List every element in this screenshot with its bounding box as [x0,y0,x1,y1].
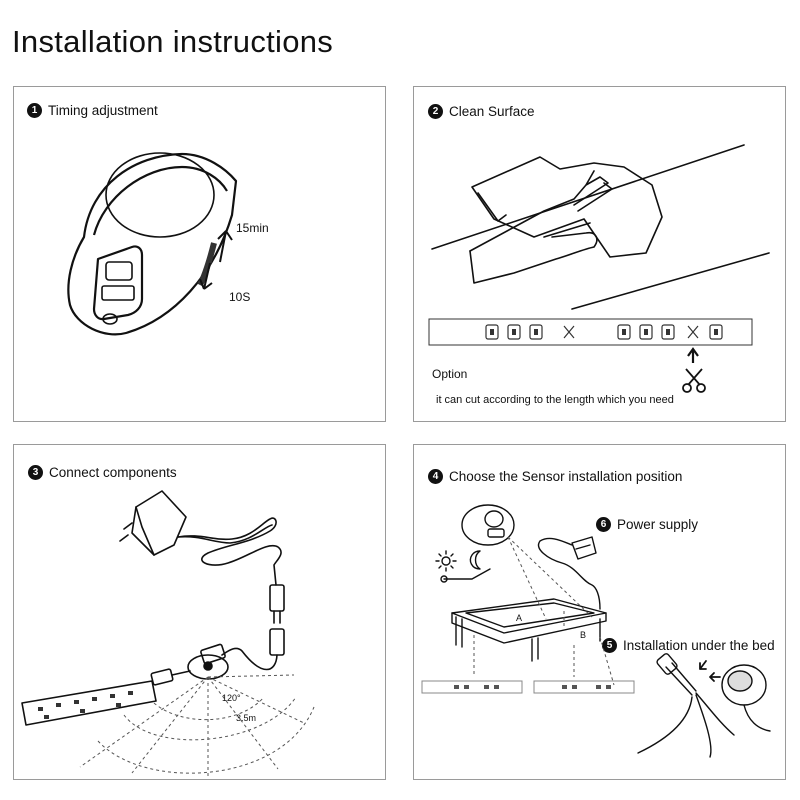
step-number-badge: 2 [428,104,443,119]
panel-connect-components: 3 Connect components [13,444,386,780]
step-title: Power supply [617,517,699,532]
step-heading-under-bed: 5 Installation under the bed [602,638,775,653]
step-title: Connect components [49,465,177,480]
step-number-badge: 1 [27,103,42,118]
detection-range-label: 3.5m [236,713,257,723]
option-label: Option [432,367,468,381]
position-b-label: B [580,630,587,640]
panel-clean-surface: 2 Clean Surface [413,86,786,422]
timer-max-label: 15min [236,221,269,235]
step-title: Timing adjustment [48,103,158,118]
motion-sensor-icon [67,152,238,336]
step-heading-position: 4 Choose the Sensor installation positio… [428,469,682,484]
bed-frame-icon [421,504,771,758]
step-number-badge: 3 [28,465,43,480]
cut-note: it can cut according to the length which… [436,394,674,406]
position-a-label: A [516,613,523,623]
step-number-badge: 6 [596,517,611,532]
step-title: Installation under the bed [623,638,775,653]
panel-sensor-position: 4 Choose the Sensor installation positio… [413,444,786,780]
power-adapter-icon [21,490,315,777]
step-heading-clean: 2 Clean Surface [428,104,535,119]
scissors-icon [682,368,706,393]
step-title: Clean Surface [449,104,535,119]
panel-timing-adjustment: 1 Timing adjustment 15min 10S [13,86,386,422]
timer-min-label: 10S [229,290,251,304]
step-heading-connect: 3 Connect components [28,465,177,480]
step-title: Choose the Sensor installation position [449,469,683,484]
step-heading-timing: 1 Timing adjustment [27,103,158,118]
detection-angle-label: 120° [222,693,241,703]
step-number-badge: 5 [602,638,617,653]
step-number-badge: 4 [428,469,443,484]
cleaning-hand-icon [431,144,770,310]
page-title: Installation instructions [12,24,334,59]
step-heading-power: 6 Power supply [596,517,698,532]
